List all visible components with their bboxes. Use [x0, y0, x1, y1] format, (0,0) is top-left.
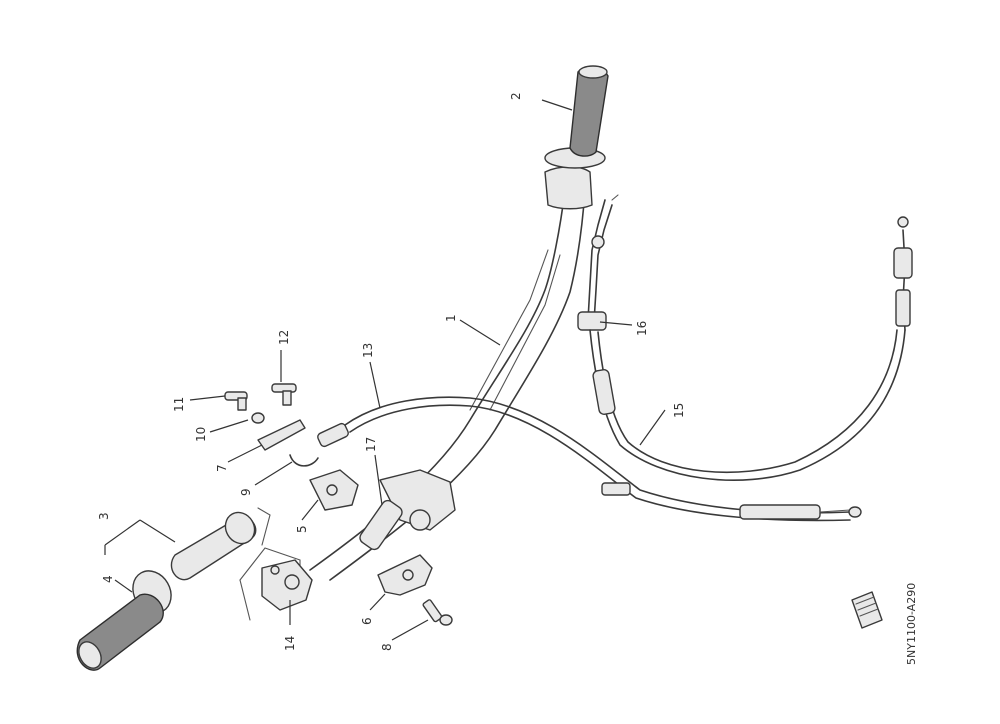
callout-17: 17: [364, 437, 378, 452]
callout-16: 16: [635, 321, 649, 336]
housing-cover: [309, 469, 359, 511]
cable-adjuster: [577, 194, 619, 331]
clamp: [377, 554, 433, 596]
lever-bracket: [359, 469, 456, 551]
callout-12: 12: [277, 330, 291, 345]
reference-block: 5NY1100-A290: [851, 583, 918, 665]
reference-code: 5NY1100-A290: [905, 583, 918, 665]
callout-14: 14: [283, 636, 297, 651]
callout-13: 13: [361, 343, 375, 358]
small-parts: [224, 383, 349, 467]
leader-lines: [104, 99, 666, 641]
callout-6: 6: [360, 617, 374, 625]
cable-13: [344, 396, 862, 522]
throttle-housing: [239, 547, 313, 621]
callouts: 1 2 3 4 5 6 7 8 9 10 11 12 13 14 15 16 1…: [97, 92, 686, 651]
right-grip: [544, 65, 609, 169]
reference-symbol-icon: [851, 591, 883, 629]
left-grip: [76, 570, 172, 671]
callout-2: 2: [509, 92, 523, 100]
cable-15: [589, 216, 913, 481]
callout-4: 4: [101, 575, 115, 583]
handlebar: [309, 166, 593, 581]
callout-8: 8: [380, 643, 394, 651]
screw: [422, 599, 453, 626]
callout-3: 3: [97, 512, 111, 520]
callout-5: 5: [295, 525, 309, 533]
callout-9: 9: [239, 488, 253, 496]
callout-1: 1: [444, 314, 458, 322]
callout-15: 15: [672, 403, 686, 418]
callout-7: 7: [215, 464, 229, 472]
callout-10: 10: [194, 427, 208, 442]
callout-11: 11: [172, 397, 186, 412]
throttle-tube: [170, 507, 271, 581]
